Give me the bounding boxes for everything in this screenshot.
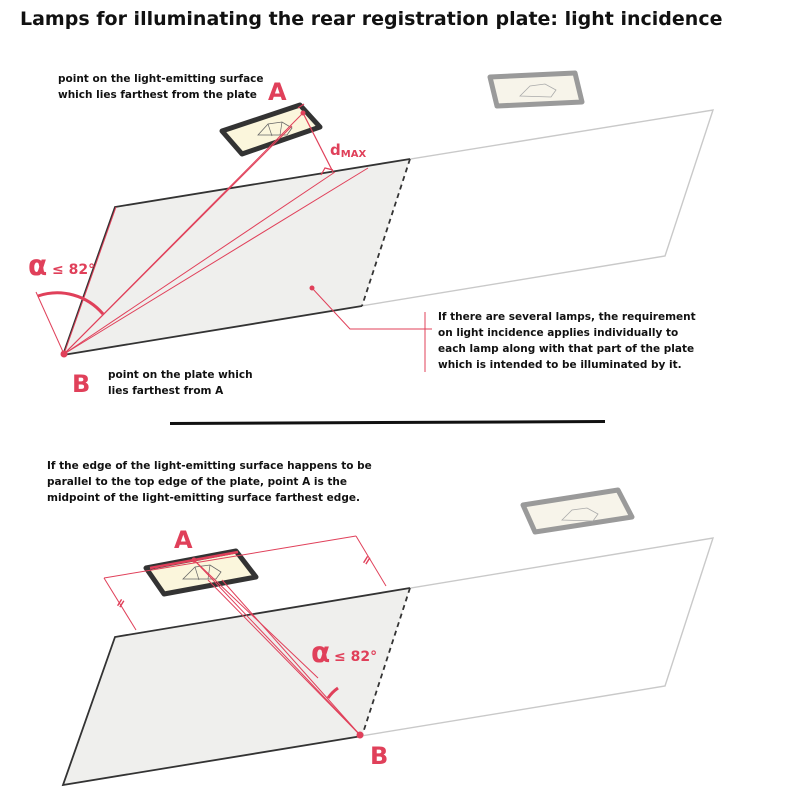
- note-parallel-edge: If the edge of the light-emitting surfac…: [47, 460, 372, 504]
- top-alpha-symbol: α: [28, 249, 47, 282]
- top-alpha-arc: [37, 291, 105, 315]
- page-title: Lamps for illuminating the rear registra…: [20, 8, 723, 30]
- bottom-plate-illuminated-section: [63, 588, 410, 785]
- top-light-rays: [63, 112, 369, 355]
- top-diagram: A B dMAX α ≤ 82°: [28, 70, 715, 398]
- top-alpha-condition: ≤ 82°: [52, 262, 95, 278]
- top-plate-edge: [61, 158, 411, 357]
- bottom-equal-mark-right: =: [358, 552, 375, 568]
- top-dmax-dimension: [297, 103, 334, 176]
- top-plate-point: [309, 285, 315, 291]
- top-lamp-lens-icon: [257, 121, 293, 136]
- bottom-alpha-symbol: α: [311, 636, 330, 669]
- top-lamp: [219, 102, 323, 157]
- top-ghost-lamp: [487, 70, 585, 109]
- section-divider: [170, 420, 605, 425]
- top-note-leader: [311, 287, 432, 330]
- bottom-lamp-lens-icon: [182, 564, 222, 580]
- top-point-a-label: A: [268, 78, 287, 106]
- bottom-point-b-label: B: [370, 742, 388, 770]
- bottom-point-a-dot: [191, 557, 197, 563]
- top-point-b-label: B: [72, 370, 90, 398]
- bottom-equal-mark-left: =: [112, 595, 129, 611]
- top-point-a-dot: [300, 110, 306, 116]
- bottom-alpha-condition: ≤ 82°: [334, 649, 377, 665]
- bottom-plate-edge: [61, 587, 411, 787]
- top-point-b-dot: [60, 350, 68, 358]
- bottom-ghost-lamp: [520, 487, 635, 535]
- bottom-diagram: = = A B α ≤ 82°: [61, 487, 715, 787]
- bottom-plate-dashed-divider: [361, 587, 411, 737]
- top-plate-dashed-divider: [361, 158, 411, 307]
- top-alpha-guide: [35, 291, 65, 355]
- bottom-lamp: [143, 548, 259, 597]
- bottom-light-rays: [193, 559, 361, 736]
- bottom-point-b-dot: [356, 731, 364, 739]
- note-several-lamps: If there are several lamps, the requirem…: [438, 311, 696, 371]
- top-plate-illuminated-section: [63, 159, 410, 355]
- bottom-point-a-label: A: [174, 526, 193, 554]
- bottom-alpha-arc: [326, 686, 339, 699]
- top-dmax-label: dMAX: [330, 141, 366, 160]
- note-point-a: point on the light-emitting surface whic…: [58, 73, 264, 101]
- note-point-b: point on the plate which lies farthest f…: [108, 369, 253, 397]
